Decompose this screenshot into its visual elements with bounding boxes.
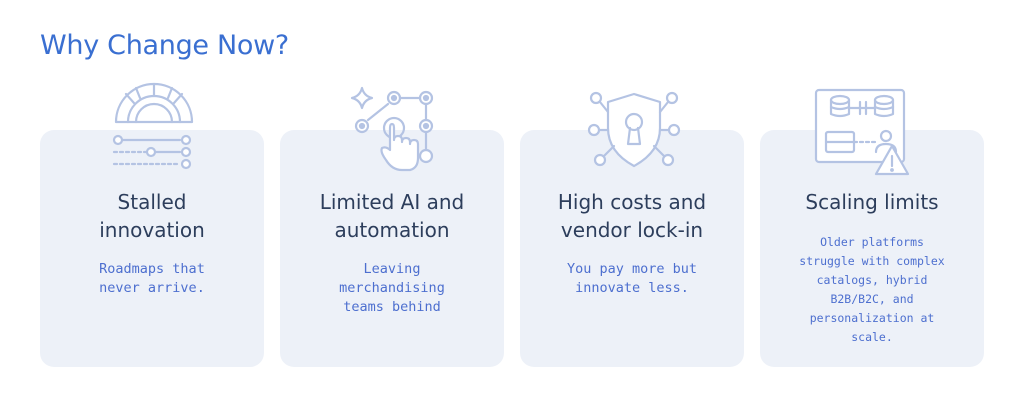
- card-scaling-limits: Scaling limits Older platforms struggle …: [760, 130, 984, 367]
- card-title: High costs and vendor lock-in: [557, 190, 707, 242]
- shield-lock-icon: [586, 80, 682, 176]
- speedometer-icon: [106, 80, 202, 176]
- card-title: Scaling limits: [805, 190, 939, 214]
- card-high-costs: High costs and vendor lock-in You pay mo…: [520, 130, 744, 367]
- card-description: Leaving merchandising teams behind: [339, 261, 445, 315]
- card-limited-ai: Limited AI and automation Leaving mercha…: [280, 130, 504, 367]
- card-description: Older platforms struggle with complex ca…: [799, 235, 945, 344]
- card-description: You pay more but innovate less.: [566, 261, 698, 296]
- card-title: Stalled innovation: [99, 190, 205, 242]
- card-title: Limited AI and automation: [319, 190, 465, 242]
- touch-network-icon: [346, 80, 442, 176]
- card-description: Roadmaps that never arrive.: [99, 261, 205, 296]
- page-title: Why Change Now?: [40, 30, 289, 61]
- database-warning-icon: [814, 86, 910, 182]
- card-stalled-innovation: Stalled innovation Roadmaps that never a…: [40, 130, 264, 367]
